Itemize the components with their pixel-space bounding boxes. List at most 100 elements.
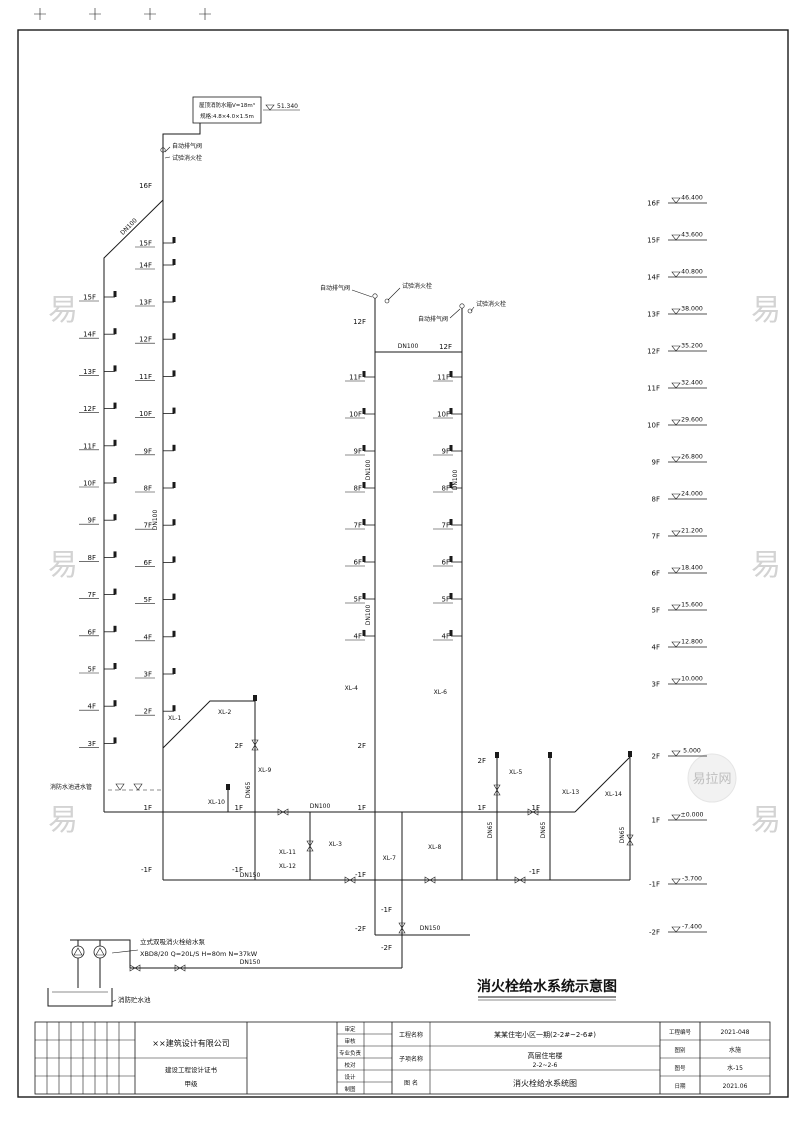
hydrant-icon [172, 296, 176, 302]
floor-label: 8F [88, 554, 96, 562]
hydrant-icon [172, 482, 176, 488]
roof-tank-elevation: 51.340 [277, 103, 298, 110]
hydrant-icon [172, 237, 176, 243]
riser-tag: XL-3 [329, 841, 343, 848]
floor-label: 8F [442, 485, 450, 493]
generated-layer: 15F14F13F12F11F10F9F8F7F6F5F4F3F15F14F13… [48, 195, 781, 937]
floor-label: 6F [354, 559, 362, 567]
air-vent-icon [160, 147, 166, 153]
sheet-no-label: 图号 [674, 1064, 686, 1072]
floor-label: 2F [235, 742, 243, 750]
drawing-type-value: 水施 [729, 1046, 741, 1054]
elevation-marker [671, 419, 681, 426]
pipe-size-label: DN65 [619, 826, 626, 843]
valve-icon [398, 922, 406, 934]
floor-label: 6F [144, 559, 152, 567]
floor-label: -2F [381, 944, 392, 952]
hydrant-icon [113, 625, 117, 632]
floor-label: 6F [442, 559, 450, 567]
auto-vent-label: 自动排气阀 [418, 315, 448, 323]
hydrant-icon [362, 371, 366, 377]
floor-label: 1F [478, 804, 486, 812]
elevation-value: 26.800 [681, 454, 703, 461]
floor-label: 9F [144, 447, 152, 455]
pipe-size-label: DN100 [398, 343, 419, 350]
hydrant-icon [449, 519, 453, 525]
elevation-value: 21.200 [681, 528, 703, 535]
hydrant-icon [113, 737, 117, 744]
floor-label: 4F [144, 633, 152, 641]
floor-label: 2F [144, 708, 152, 716]
elevation-floor-label: 14F [647, 274, 660, 282]
watermark-logo-circle [687, 753, 737, 803]
floor-label: 1F [144, 804, 152, 812]
page-title: 消火栓给水系统示意图 [477, 978, 617, 995]
elevation-floor-label: -1F [649, 881, 660, 889]
subproject-label: 子项名称 [399, 1055, 423, 1063]
floor-label: -1F [355, 871, 366, 879]
test-hydrant-label: 试验消火栓 [476, 300, 506, 308]
elevation-value: 10.000 [681, 676, 703, 683]
floor-label: 3F [144, 671, 152, 679]
hydrant-icon [172, 705, 176, 712]
floor-label: 10F [437, 411, 450, 419]
floor-label: 8F [144, 485, 152, 493]
drawing-name-value: 消火栓给水系统图 [513, 1078, 577, 1088]
elevation-value: 46.400 [681, 195, 703, 202]
hydrant-icon [172, 519, 176, 526]
floor-label: 4F [88, 703, 96, 711]
hydrant-icon [172, 556, 176, 563]
riser-tag: XL-7 [383, 855, 397, 862]
certificate-grade: 甲级 [185, 1079, 199, 1088]
floor-label: 10F [83, 480, 96, 488]
elevation-floor-label: 16F [647, 200, 660, 208]
drawing-title-group: 消火栓给水系统示意图 [477, 978, 617, 1001]
valve-icons [129, 739, 634, 972]
elevation-marker [671, 878, 681, 885]
hydrant-icon [113, 588, 117, 595]
pipe-size-label: DN100 [365, 605, 372, 626]
elevation-floor-label: -2F [649, 929, 660, 937]
hydrant-icon [113, 402, 117, 409]
watermark-char: 易 [751, 548, 781, 583]
hydrant-icon [362, 593, 366, 599]
hydrant-icon [253, 695, 257, 701]
floor-label: 7F [88, 591, 96, 599]
hydrant-icon [172, 668, 176, 674]
field-jiaodui: 校对 [344, 1061, 356, 1069]
pipe-size-label: DN65 [487, 821, 494, 838]
elevation-marker [671, 750, 681, 757]
pipe-size-label: DN100 [152, 510, 159, 531]
project-name-value: 某某住宅小区一期(2-2#~2-6#) [494, 1030, 596, 1039]
pipe-size-label: DN65 [540, 821, 547, 838]
floor-label: 15F [83, 294, 96, 302]
elevation-floor-label: 8F [652, 496, 660, 504]
floor-label: 5F [354, 596, 362, 604]
reservoir-outline [47, 988, 113, 1007]
elevation-floor-label: 10F [647, 422, 660, 430]
elevation-marker [265, 104, 275, 111]
air-vent-icon [372, 293, 378, 299]
hydrant-icon [362, 482, 366, 488]
elevation-marker [671, 234, 681, 241]
riser-tag: XL-6 [434, 689, 448, 696]
floor-label: 1F [532, 804, 540, 812]
elevation-floor-label: 5F [652, 607, 660, 615]
elevation-marker [671, 604, 681, 611]
floor-label: -1F [141, 866, 152, 874]
project-name-label: 工程名称 [399, 1031, 423, 1039]
elevation-floor-label: 2F [652, 753, 660, 761]
subproject-value: 高层住宅楼 [528, 1051, 563, 1060]
elevation-value: 29.600 [681, 417, 703, 424]
elevation-marker [671, 382, 681, 389]
roof-tank-line2: 规格:4.8×4.0×1.5m [200, 112, 254, 120]
elevation-floor-label: 15F [647, 237, 660, 245]
floor-label-top: 16F [139, 182, 152, 190]
elevation-value: 43.600 [681, 232, 703, 239]
company-name: ××建筑设计有限公司 [152, 1038, 229, 1048]
hydrant-icon [172, 444, 176, 451]
date-label: 日期 [674, 1083, 686, 1090]
watermark-char: 易 [751, 293, 781, 328]
hydrant-icon [449, 482, 453, 488]
